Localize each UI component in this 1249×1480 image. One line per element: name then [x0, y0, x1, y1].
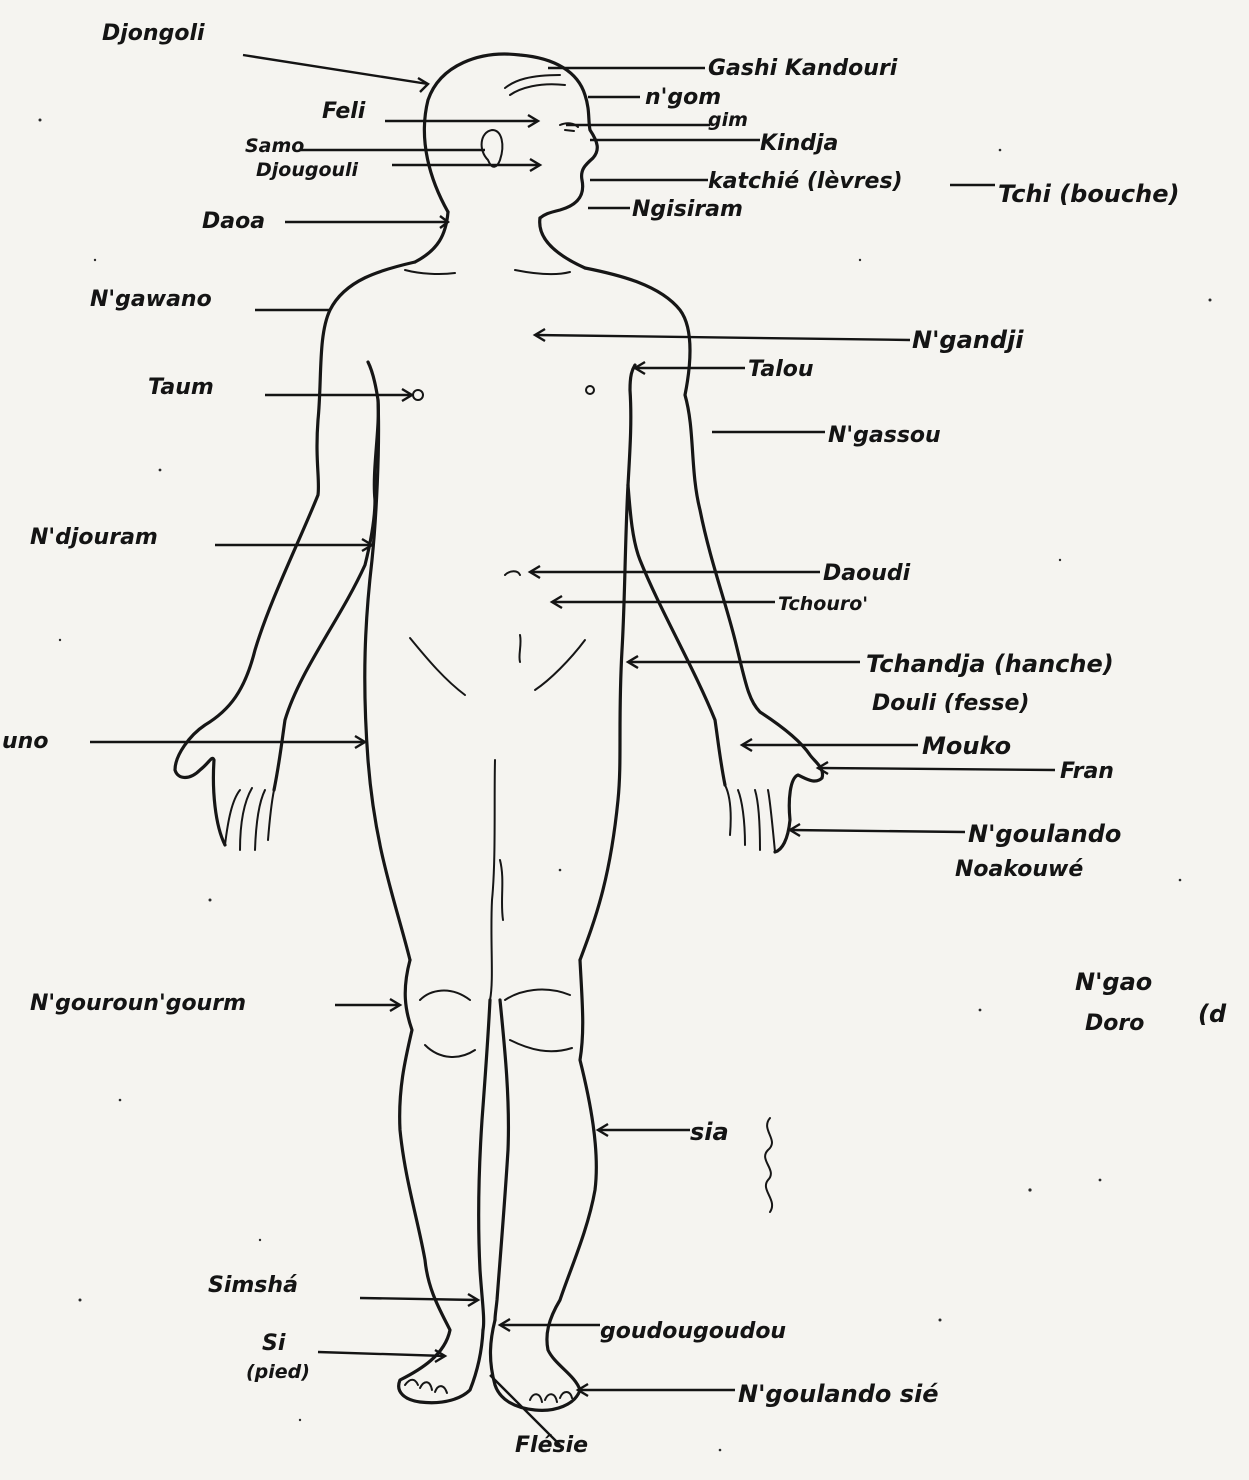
label-ngawano: N'gawano	[90, 287, 212, 312]
label-flesie: Flésie	[515, 1433, 588, 1458]
label-ngao: N'gao	[1075, 968, 1152, 996]
label-tchi: Tchi (bouche)	[998, 180, 1179, 208]
label-doro: Doro	[1085, 1011, 1144, 1036]
label-simsha: Simshá	[208, 1273, 298, 1298]
label-ngoulando-sie: N'goulando sié	[738, 1380, 939, 1408]
label-ndjouram: N'djouram	[30, 525, 158, 550]
label-katchie: katchié (lèvres)	[708, 169, 903, 194]
label-douli: Douli (fesse)	[872, 691, 1030, 716]
label-ngandji: N'gandji	[912, 326, 1024, 354]
label-talou: Talou	[748, 357, 814, 382]
label-ngassou: N'gassou	[828, 423, 941, 448]
label-sia: sia	[690, 1118, 729, 1146]
label-samo: Samo	[245, 135, 304, 157]
label-doro-tail: (d	[1198, 1000, 1227, 1028]
label-goudougoudou: goudougoudou	[600, 1319, 786, 1344]
label-daoudi: Daoudi	[823, 561, 911, 586]
label-ngouroun: N'gouroun'gourm	[30, 991, 246, 1016]
label-fran: Fran	[1060, 759, 1114, 784]
label-daoa: Daoa	[202, 209, 265, 234]
label-si: Si	[262, 1331, 286, 1356]
label-kindja: Kindja	[760, 131, 838, 156]
label-djongoli: Djongoli	[102, 21, 205, 46]
label-ngoulando: N'goulando	[968, 820, 1121, 848]
label-uno: uno	[2, 729, 48, 754]
label-tchouro: Tchouro'	[778, 593, 868, 615]
label-djougouli: Djougouli	[256, 159, 359, 181]
label-noakouwe: Noakouwé	[955, 857, 1083, 882]
label-gashi-kandouri: Gashi Kandouri	[708, 56, 898, 81]
label-pied: (pied)	[246, 1361, 310, 1383]
human-figure	[175, 54, 823, 1410]
labels: Djongoli Gashi Kandouri n'gom Feli gim S…	[2, 21, 1227, 1458]
scribble-mark	[765, 1118, 772, 1212]
label-taum: Taum	[148, 375, 214, 400]
label-tchandja: Tchandja (hanche)	[866, 650, 1114, 678]
label-ngom: n'gom	[645, 85, 721, 110]
label-mouko: Mouko	[922, 732, 1011, 760]
label-feli: Feli	[322, 99, 366, 124]
label-ngisiram: Ngisiram	[632, 197, 743, 222]
label-gim: gim	[708, 109, 748, 131]
